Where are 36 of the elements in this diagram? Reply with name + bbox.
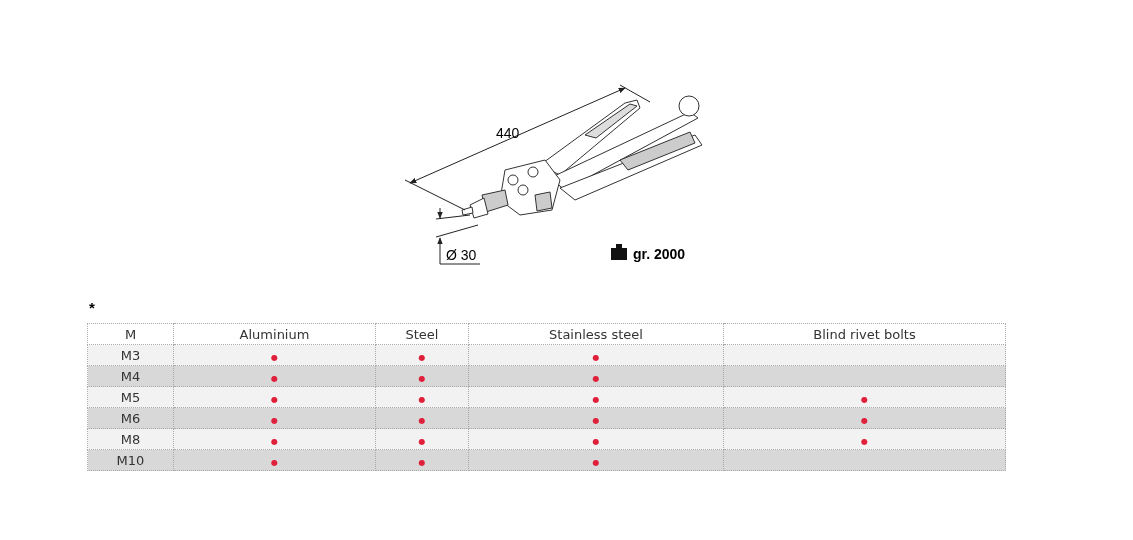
- suitability-dot: ●: [592, 394, 600, 404]
- suitability-dot: ●: [271, 352, 278, 362]
- column-header: Stainless steel: [549, 326, 643, 342]
- size-label: M4: [120, 368, 141, 384]
- suitability-dot: ●: [418, 436, 426, 446]
- suitability-dot: ●: [592, 436, 600, 446]
- footnote-mark: *: [89, 299, 95, 316]
- suitability-dot: ●: [418, 457, 426, 467]
- suitability-dot: ●: [271, 415, 278, 425]
- suitability-dot: ●: [271, 436, 278, 446]
- suitability-dot: ●: [592, 373, 600, 383]
- size-label: M8: [120, 431, 141, 447]
- column-header: Blind rivet bolts: [813, 326, 916, 342]
- weight-value: gr. 2000: [633, 246, 686, 262]
- suitability-dot: ●: [592, 352, 600, 362]
- suitability-dot: ●: [861, 394, 868, 404]
- suitability-dot: ●: [271, 457, 278, 467]
- size-label: M6: [120, 410, 141, 426]
- size-label: M10: [116, 452, 145, 468]
- column-header: Aluminium: [239, 326, 310, 342]
- suitability-dot: ●: [418, 415, 426, 425]
- suitability-dot: ●: [592, 457, 600, 467]
- column-header: Steel: [405, 326, 439, 342]
- dimension-value: Ø 30: [446, 247, 477, 263]
- suitability-dot: ●: [271, 373, 278, 383]
- suitability-dot: ●: [418, 373, 426, 383]
- size-label: M5: [120, 389, 141, 405]
- suitability-dot: ●: [861, 415, 868, 425]
- suitability-dot: ●: [592, 415, 600, 425]
- suitability-dot: ●: [271, 394, 278, 404]
- column-header: M: [124, 326, 137, 342]
- suitability-dot: ●: [861, 436, 868, 446]
- suitability-dot: ●: [418, 394, 426, 404]
- dimension-value: 440: [496, 125, 520, 141]
- suitability-dot: ●: [418, 352, 426, 362]
- size-label: M3: [120, 347, 141, 363]
